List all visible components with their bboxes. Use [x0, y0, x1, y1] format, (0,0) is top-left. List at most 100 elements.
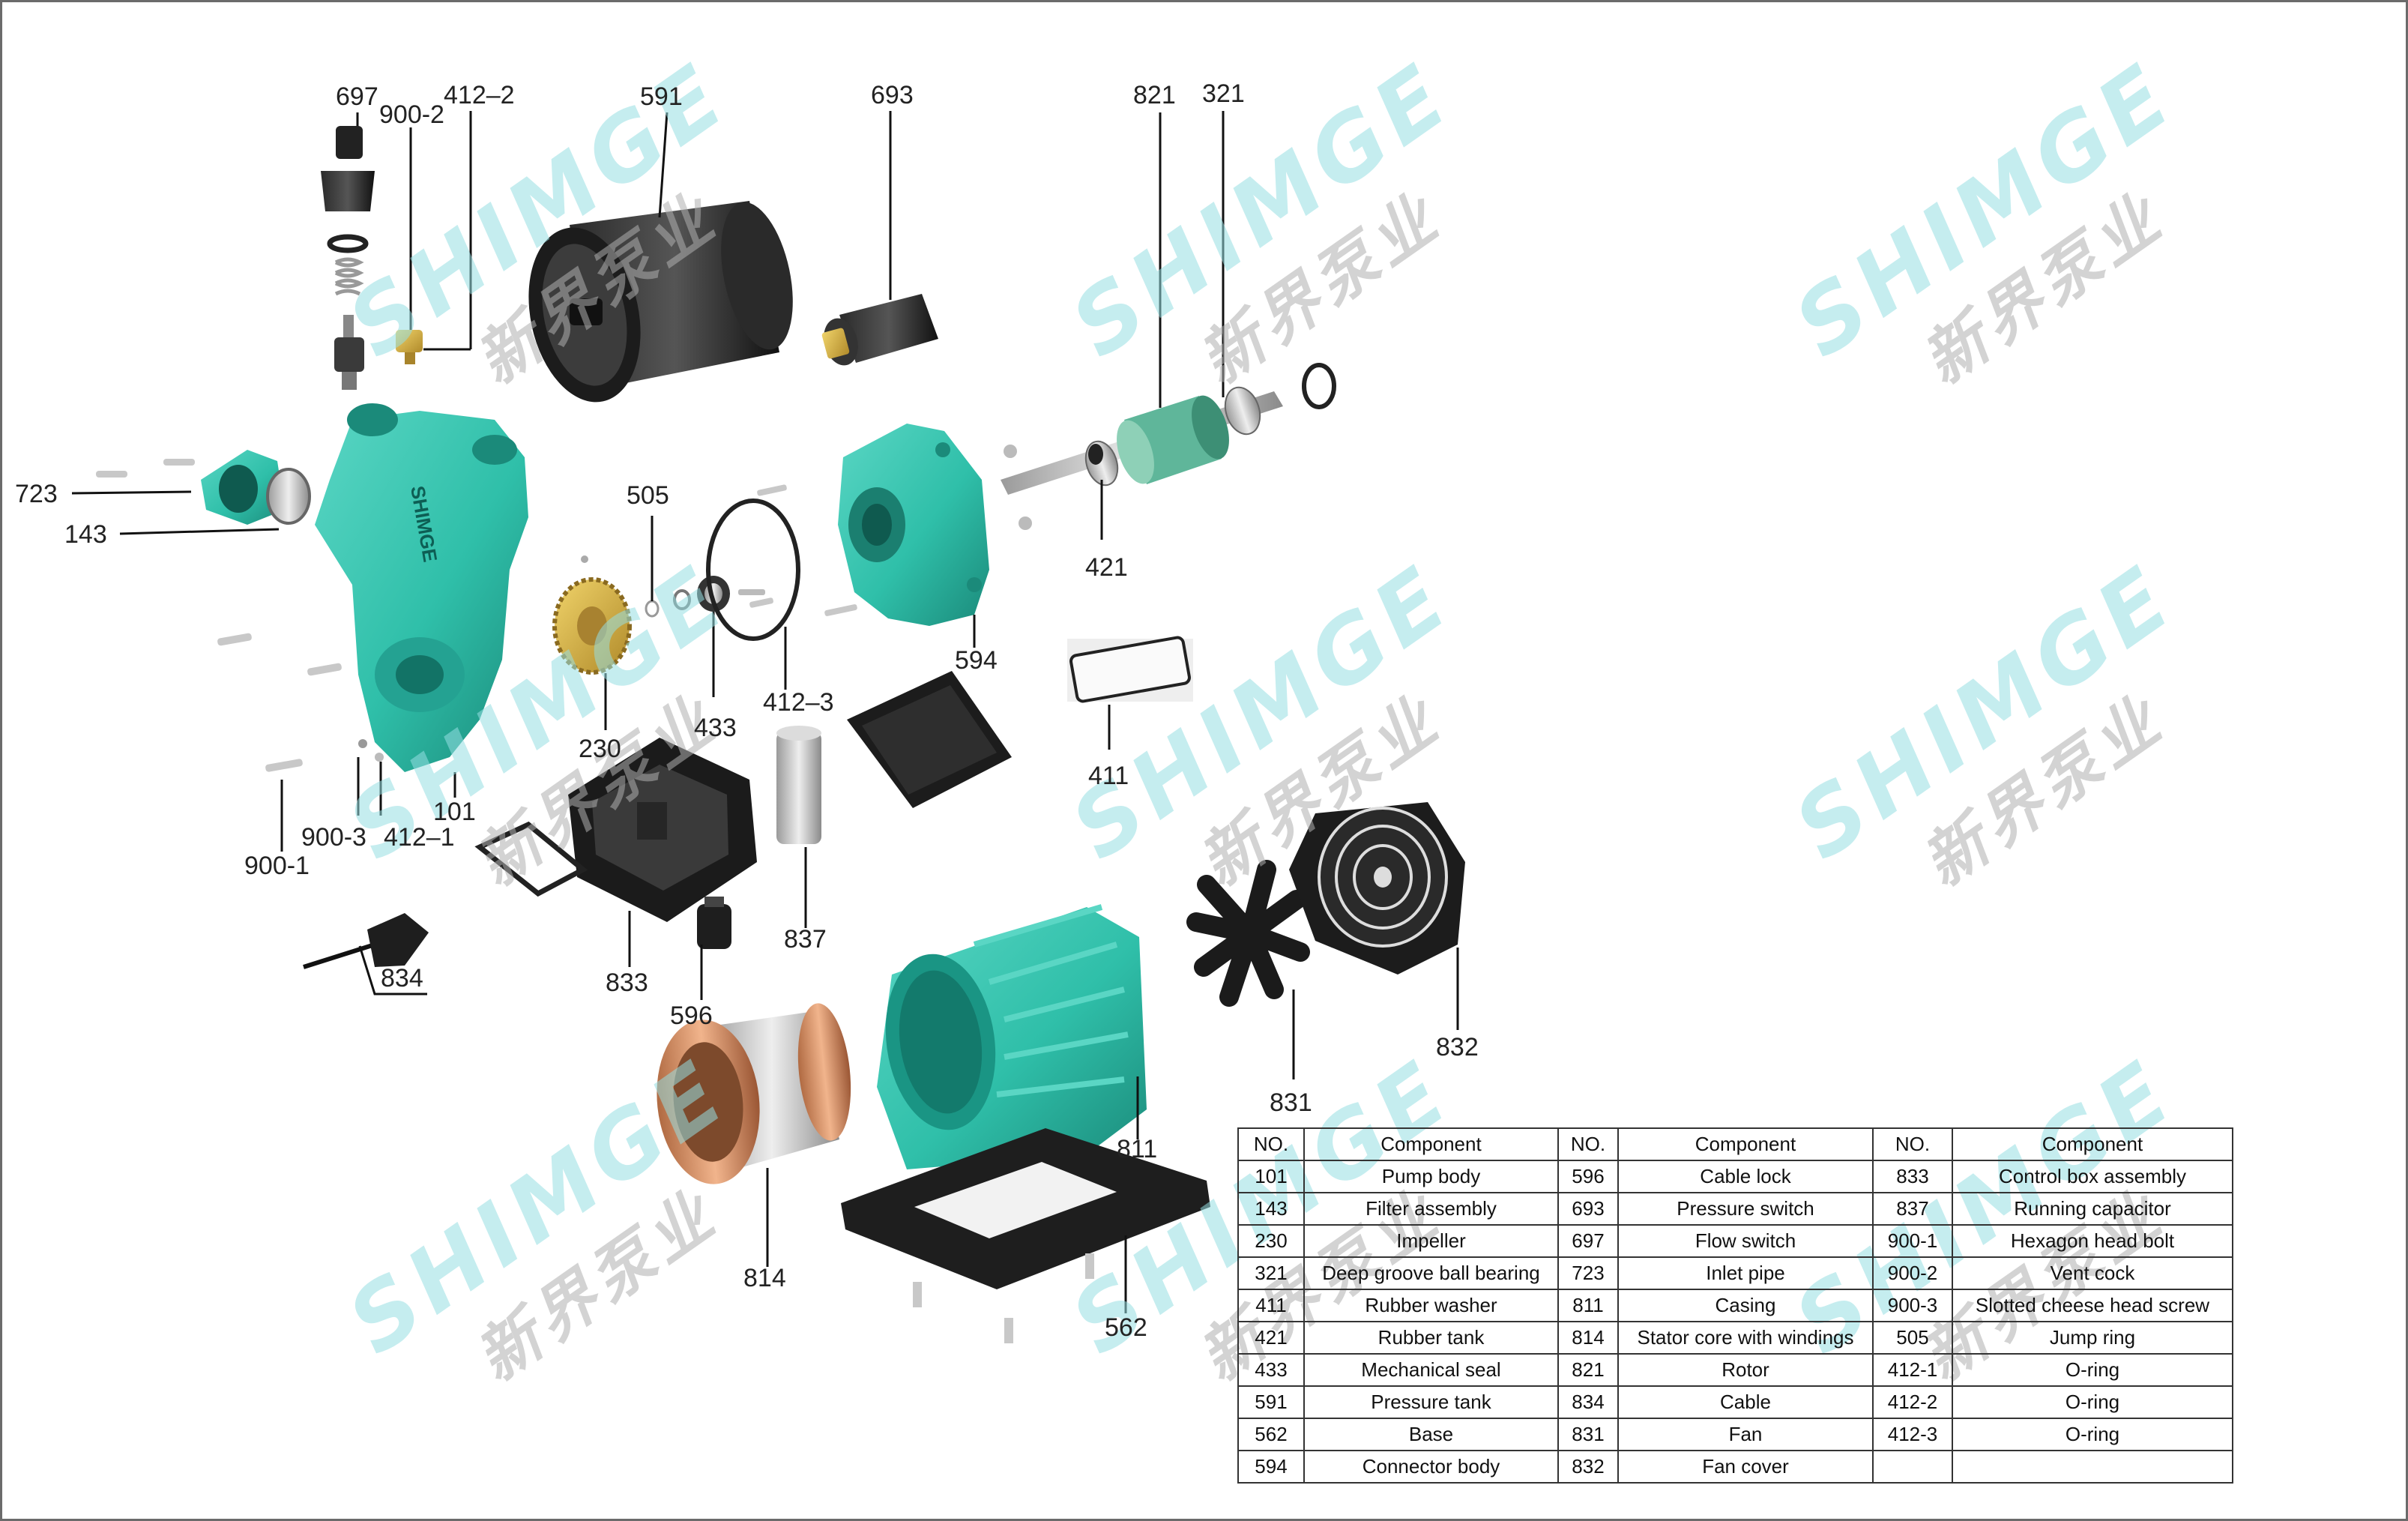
- table-cell: 832: [1557, 1450, 1619, 1484]
- cable-part: [303, 913, 429, 969]
- table-cell: Fan cover: [1617, 1450, 1874, 1484]
- table-cell: 433: [1237, 1353, 1305, 1387]
- callout-811: 811: [1117, 1135, 1158, 1163]
- header-cell: Component: [1617, 1127, 1874, 1161]
- control-box-gasket-part: [474, 821, 588, 897]
- hexagon-bolt-parts: [96, 459, 384, 772]
- table-cell: O-ring: [1952, 1385, 2233, 1419]
- callout-723: 723: [15, 480, 58, 508]
- callout-421: 421: [1085, 553, 1128, 582]
- callout-834: 834: [381, 964, 423, 993]
- table-cell: Hexagon head bolt: [1952, 1224, 2233, 1258]
- parts-list-table: NO. Component NO. Component NO. Componen…: [1237, 1127, 2233, 1484]
- leader-lines: [71, 111, 1459, 1313]
- connector-body-part: [838, 424, 989, 626]
- table-row: 230 Impeller 697 Flow switch 900-1 Hexag…: [1237, 1224, 2233, 1258]
- table-cell: 837: [1872, 1192, 1953, 1226]
- table-cell: Rotor: [1617, 1353, 1874, 1387]
- table-cell: Deep groove ball bearing: [1303, 1256, 1559, 1290]
- table-cell: Fan: [1617, 1418, 1874, 1451]
- table-cell: 321: [1237, 1256, 1305, 1290]
- pump-body-part: SHIMGE: [315, 403, 528, 772]
- table-cell: Slotted cheese head screw: [1952, 1289, 2233, 1322]
- table-row: 321 Deep groove ball bearing 723 Inlet p…: [1237, 1256, 2233, 1290]
- callout-143: 143: [64, 520, 107, 549]
- callout-412-1: 412–1: [384, 823, 455, 852]
- impeller-part: [552, 555, 632, 675]
- table-cell: [1872, 1450, 1953, 1484]
- table-row: 421 Rubber tank 814 Stator core with win…: [1237, 1321, 2233, 1355]
- table-cell: Vent cock: [1952, 1256, 2233, 1290]
- header-cell: NO.: [1872, 1127, 1953, 1161]
- rotor-part: [1001, 386, 1283, 495]
- table-row: 562 Base 831 Fan 412-3 O-ring: [1237, 1418, 2233, 1451]
- table-cell: Stator core with windings: [1617, 1321, 1874, 1355]
- header-cell: Component: [1952, 1127, 2233, 1161]
- table-cell: 421: [1237, 1321, 1305, 1355]
- table-cell: Base: [1303, 1418, 1559, 1451]
- callout-900-2: 900-2: [379, 100, 444, 129]
- callout-697: 697: [336, 82, 378, 111]
- table-cell: Casing: [1617, 1289, 1874, 1322]
- rubber-washer-part: [1067, 636, 1193, 703]
- table-cell: 697: [1557, 1224, 1619, 1258]
- table-cell: 814: [1557, 1321, 1619, 1355]
- table-cell: 591: [1237, 1385, 1305, 1419]
- table-cell: 821: [1557, 1353, 1619, 1387]
- o-ring-part: [1302, 363, 1336, 409]
- table-cell: Pump body: [1303, 1160, 1559, 1193]
- callout-837: 837: [784, 925, 827, 954]
- control-box-part: [568, 738, 757, 922]
- callout-230: 230: [579, 735, 621, 763]
- callout-831: 831: [1270, 1088, 1312, 1117]
- table-cell: Filter assembly: [1303, 1192, 1559, 1226]
- casing-part: [877, 904, 1147, 1169]
- table-cell: 562: [1237, 1418, 1305, 1451]
- table-row: 143 Filter assembly 693 Pressure switch …: [1237, 1192, 2233, 1226]
- table-cell: 693: [1557, 1192, 1619, 1226]
- table-cell: 505: [1872, 1321, 1953, 1355]
- callout-562: 562: [1105, 1313, 1147, 1342]
- pressure-switch-part: [821, 294, 938, 366]
- callout-321: 321: [1202, 79, 1245, 108]
- table-cell: Running capacitor: [1952, 1192, 2233, 1226]
- callout-814: 814: [743, 1264, 786, 1292]
- callout-596: 596: [670, 1002, 713, 1030]
- table-cell: O-ring: [1952, 1418, 2233, 1451]
- mechanical-seal-part: [645, 576, 765, 618]
- callout-833: 833: [606, 969, 648, 997]
- table-cell: Rubber washer: [1303, 1289, 1559, 1322]
- table-cell: Inlet pipe: [1617, 1256, 1874, 1290]
- table-row: 101 Pump body 596 Cable lock 833 Control…: [1237, 1160, 2233, 1193]
- callout-594: 594: [955, 646, 998, 675]
- table-cell: Control box assembly: [1952, 1160, 2233, 1193]
- inlet-pipe-part: [201, 450, 285, 525]
- table-cell: Flow switch: [1617, 1224, 1874, 1258]
- control-box-cover-part: [847, 671, 1012, 808]
- flow-switch-part: [321, 126, 375, 390]
- table-cell: Pressure tank: [1303, 1385, 1559, 1419]
- cable-lock-part: [697, 897, 731, 949]
- table-cell: 811: [1557, 1289, 1619, 1322]
- callout-412-2: 412–2: [444, 81, 515, 109]
- table-row: 433 Mechanical seal 821 Rotor 412-1 O-ri…: [1237, 1353, 2233, 1387]
- callout-433: 433: [694, 714, 737, 742]
- table-cell: Impeller: [1303, 1224, 1559, 1258]
- table-cell: 143: [1237, 1192, 1305, 1226]
- table-cell: Pressure switch: [1617, 1192, 1874, 1226]
- callout-821: 821: [1133, 81, 1176, 109]
- callout-900-3: 900-3: [301, 823, 366, 852]
- callout-411: 411: [1088, 762, 1129, 790]
- callout-101: 101: [433, 798, 476, 826]
- header-cell: NO.: [1237, 1127, 1305, 1161]
- callout-693: 693: [871, 81, 914, 109]
- table-cell: 230: [1237, 1224, 1305, 1258]
- callout-900-1: 900-1: [244, 852, 310, 880]
- callout-832: 832: [1436, 1033, 1479, 1061]
- table-cell: [1952, 1450, 2233, 1484]
- table-cell: 900-1: [1872, 1224, 1953, 1258]
- table-cell: 831: [1557, 1418, 1619, 1451]
- table-cell: 594: [1237, 1450, 1305, 1484]
- bolt-parts: [749, 445, 1032, 616]
